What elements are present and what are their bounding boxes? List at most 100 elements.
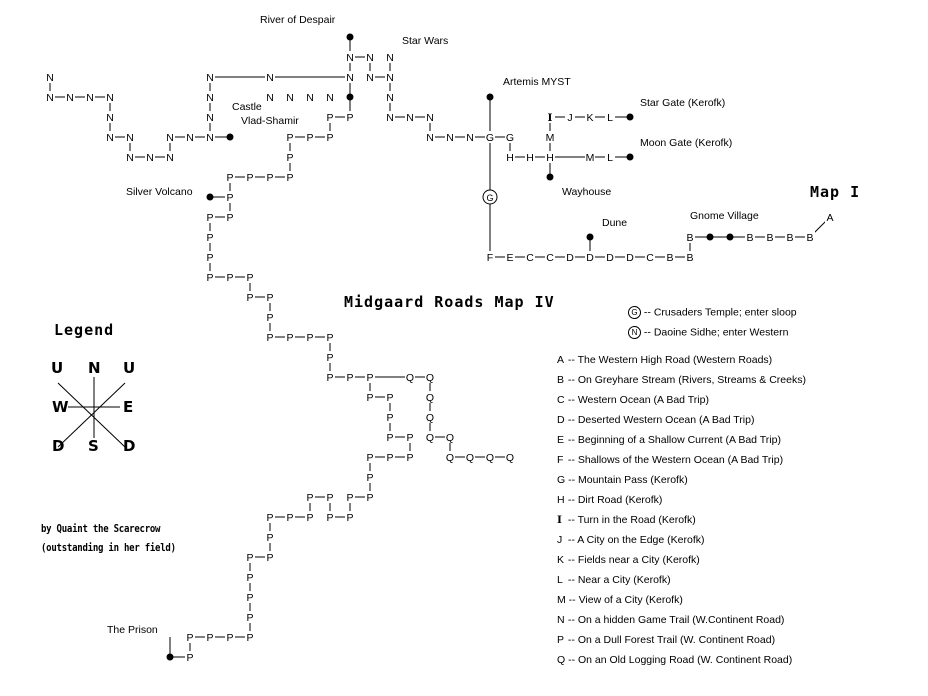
room-n: N bbox=[366, 52, 374, 64]
room-bg bbox=[225, 171, 235, 183]
room-bg bbox=[365, 471, 375, 483]
legend-key: E bbox=[557, 434, 565, 446]
room-bg bbox=[605, 151, 615, 163]
legend-text: -- Crusaders Temple; enter sloop bbox=[641, 306, 797, 319]
room-bg bbox=[525, 251, 535, 263]
room-n: N bbox=[206, 132, 214, 144]
room-l: L bbox=[607, 112, 613, 124]
circled-key: N bbox=[628, 326, 641, 339]
room-n: N bbox=[126, 152, 134, 164]
room-p: P bbox=[286, 512, 293, 524]
room-bg bbox=[45, 71, 55, 83]
room-bg bbox=[285, 151, 295, 163]
room-bg bbox=[385, 391, 395, 403]
room-bg bbox=[605, 251, 615, 263]
room-bg bbox=[305, 131, 315, 143]
legend-row: Q -- On an Old Logging Road (W. Continen… bbox=[557, 654, 792, 666]
room-bg bbox=[205, 71, 215, 83]
room-n: N bbox=[286, 92, 294, 104]
compass-up-ne: U bbox=[123, 359, 136, 377]
room-p: P bbox=[386, 392, 393, 404]
room-bg bbox=[585, 151, 595, 163]
room-j: J bbox=[567, 112, 572, 124]
room-b: B bbox=[666, 252, 673, 264]
label-dune: Dune bbox=[602, 217, 628, 229]
legend-key: I bbox=[557, 514, 562, 526]
room-d: D bbox=[586, 252, 594, 264]
room-bg bbox=[385, 451, 395, 463]
room-p: P bbox=[326, 492, 333, 504]
room-c: C bbox=[546, 252, 554, 264]
legend-text: -- Near a City (Kerofk) bbox=[565, 574, 671, 586]
room-bg bbox=[245, 571, 255, 583]
room-b: B bbox=[806, 232, 813, 244]
room-n: N bbox=[386, 52, 394, 64]
room-bg bbox=[205, 91, 215, 103]
room-bg bbox=[205, 251, 215, 263]
room-bg bbox=[185, 131, 195, 143]
legend-text: -- Western Ocean (A Bad Trip) bbox=[565, 394, 709, 406]
label-river-of-despair: River of Despair bbox=[260, 14, 336, 26]
room-c: C bbox=[646, 252, 654, 264]
room-p: P bbox=[246, 612, 253, 624]
room-n: N bbox=[386, 112, 394, 124]
room-bg bbox=[385, 51, 395, 63]
legend-text: -- Shallows of the Western Ocean (A Bad … bbox=[565, 454, 784, 466]
room-g: G bbox=[506, 132, 514, 144]
room-p: P bbox=[326, 132, 333, 144]
room-n: N bbox=[106, 132, 114, 144]
room-q: Q bbox=[406, 372, 414, 384]
room-bg bbox=[345, 491, 355, 503]
room-bg bbox=[125, 131, 135, 143]
legend-key: J bbox=[557, 534, 563, 546]
legend-text: -- Deserted Western Ocean (A Bad Trip) bbox=[565, 414, 755, 426]
room-bg bbox=[285, 91, 295, 103]
room-bg bbox=[525, 151, 535, 163]
room-p: P bbox=[246, 592, 253, 604]
room-m: M bbox=[546, 132, 555, 144]
room-p: P bbox=[346, 372, 353, 384]
circled-key: G bbox=[628, 306, 641, 319]
room-bg bbox=[365, 371, 375, 383]
room-d: D bbox=[606, 252, 614, 264]
room-bg bbox=[425, 111, 435, 123]
room-p: P bbox=[206, 232, 213, 244]
room-bg bbox=[785, 231, 795, 243]
room-bg bbox=[245, 591, 255, 603]
room-b: B bbox=[686, 232, 693, 244]
legend-text: -- View of a City (Kerofk) bbox=[565, 594, 683, 606]
room-p: P bbox=[246, 632, 253, 644]
room-p: P bbox=[286, 152, 293, 164]
room-bg bbox=[345, 51, 355, 63]
room-p: P bbox=[326, 112, 333, 124]
room-bg bbox=[105, 91, 115, 103]
room-bg bbox=[205, 131, 215, 143]
legend-row: J -- A City on the Edge (Kerofk) bbox=[557, 534, 704, 546]
legend-text: -- On Greyhare Stream (Rivers, Streams &… bbox=[565, 374, 806, 386]
room-p: P bbox=[266, 552, 273, 564]
room-bg bbox=[445, 131, 455, 143]
room-bg bbox=[165, 151, 175, 163]
legend-key: N bbox=[557, 614, 565, 626]
room-bg bbox=[325, 491, 335, 503]
room-p: P bbox=[366, 452, 373, 464]
landmark-dot bbox=[486, 93, 494, 101]
room-bg bbox=[505, 131, 515, 143]
room-n: N bbox=[466, 132, 474, 144]
room-bg bbox=[285, 511, 295, 523]
room-g: G bbox=[486, 193, 493, 203]
label-castle: Castle bbox=[232, 101, 262, 113]
room-n: N bbox=[326, 92, 334, 104]
room-bg bbox=[65, 91, 75, 103]
room-n: N bbox=[86, 92, 94, 104]
room-bg bbox=[425, 371, 435, 383]
room-bg bbox=[585, 111, 595, 123]
compass-west: W bbox=[52, 398, 69, 416]
legend-row: K -- Fields near a City (Kerofk) bbox=[557, 554, 700, 566]
legend-key: G bbox=[557, 474, 566, 486]
legend-row: D -- Deserted Western Ocean (A Bad Trip) bbox=[557, 414, 754, 426]
legend-key: D bbox=[557, 414, 565, 426]
room-p: P bbox=[326, 352, 333, 364]
